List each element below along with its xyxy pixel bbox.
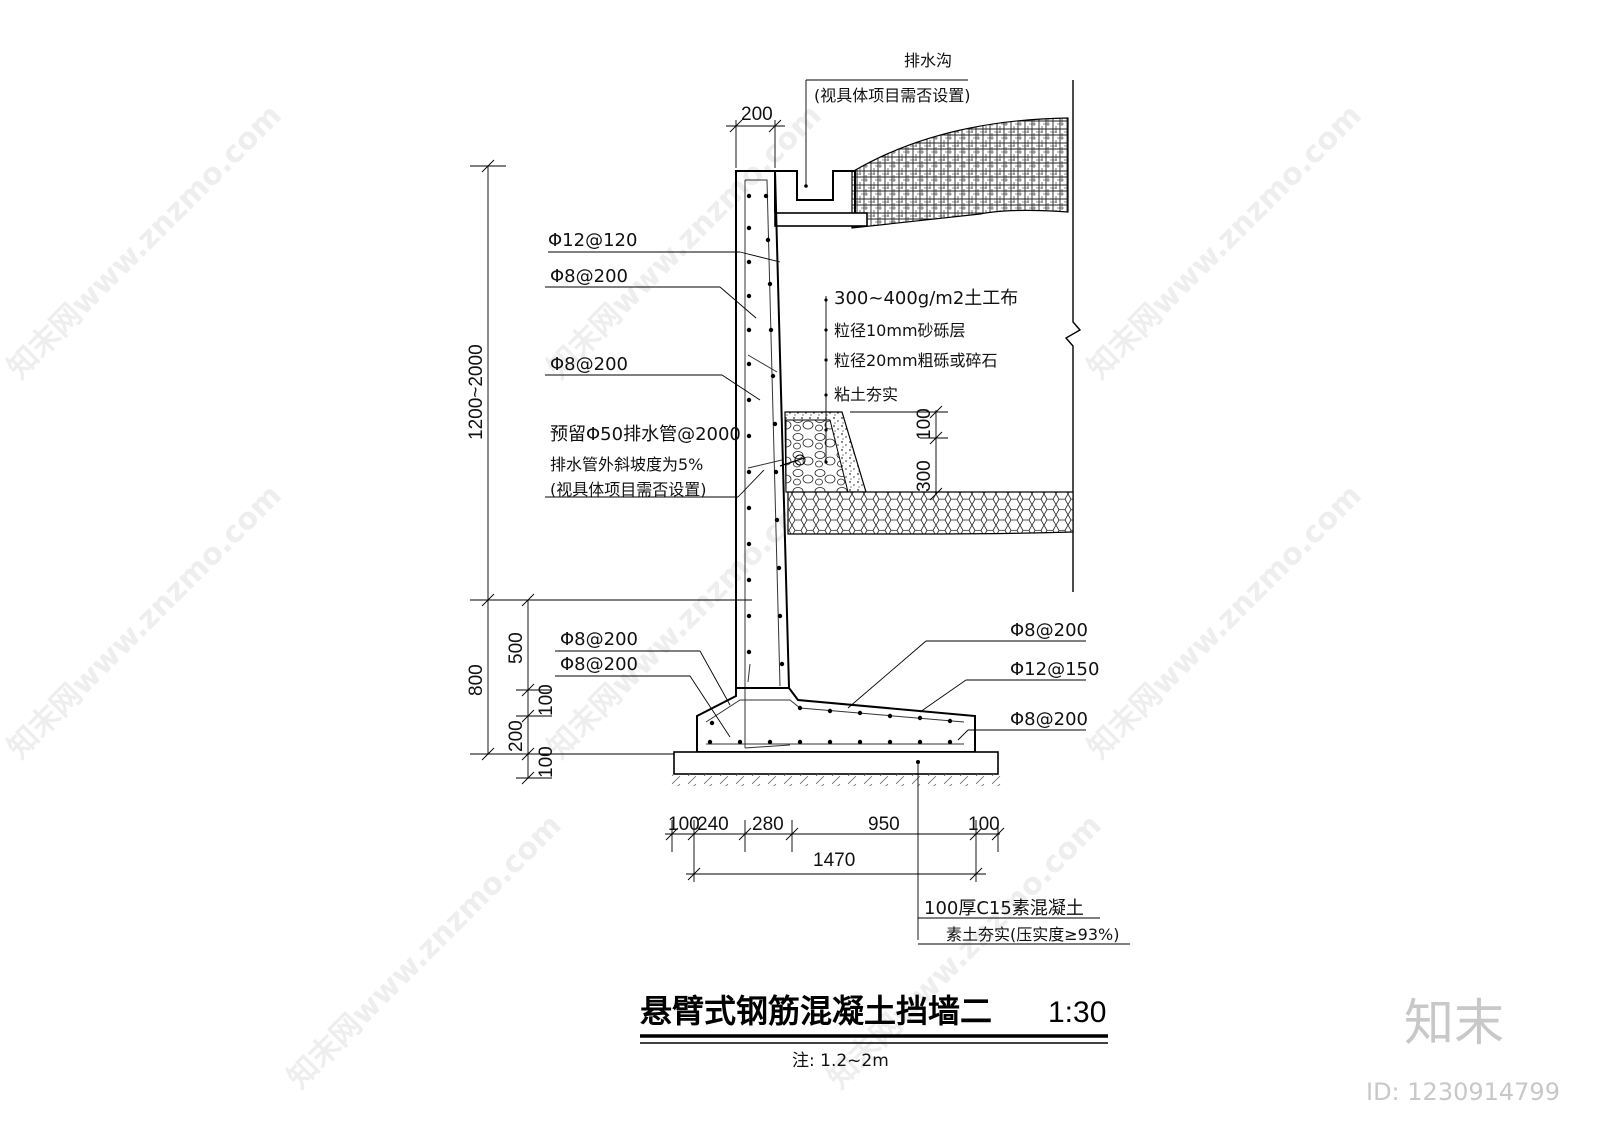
- rebar-label-base-right-1: Φ8@200: [1010, 620, 1088, 641]
- filter-dimension: [850, 405, 948, 501]
- filter-label-1: 300~400g/m2土工布: [834, 288, 1018, 309]
- dim-h-280: 280: [752, 814, 784, 835]
- drawing-title: 悬臂式钢筋混凝土挡墙二: [640, 992, 992, 1030]
- top-width-dimension: [726, 119, 785, 168]
- watermark-logo: 知末: [1404, 994, 1504, 1052]
- dim-base-500: 500: [506, 632, 527, 664]
- watermark-site-text: 知末网www.znzmo.com: [1081, 478, 1369, 766]
- dim-base-100a: 100: [536, 684, 557, 716]
- watermark-id: ID: 1230914799: [1366, 1078, 1560, 1106]
- watermark-diagonal: 知末网www.znzmo.com 知末网www.znzmo.com 知末网www…: [1, 98, 1369, 1096]
- dim-filter-300: 300: [914, 460, 935, 492]
- drawing-scale: 1:30: [1048, 996, 1106, 1029]
- dim-base-200: 200: [506, 720, 527, 752]
- dim-h-1470: 1470: [813, 850, 855, 871]
- drain-ditch-sub: (视具体项目需否设置): [814, 86, 971, 105]
- dim-filter-100: 100: [914, 408, 935, 440]
- dim-h-100b: 100: [968, 814, 1000, 835]
- rebar-label-base-right-2: Φ12@150: [1010, 659, 1099, 680]
- filter-label-3: 粒径20mm粗砾或碎石: [834, 351, 998, 370]
- dim-h-100a: 100: [668, 814, 700, 835]
- clay-layer: [787, 491, 1074, 535]
- watermark-site-text: 知末网www.znzmo.com: [1, 98, 289, 386]
- foundation-label-2: 素土夯实(压实度≥93%): [946, 925, 1119, 944]
- backfill-soil-hatch: [851, 117, 1069, 229]
- drain-ditch: [774, 170, 868, 227]
- watermark-site-text: 知末网www.znzmo.com: [1081, 98, 1369, 386]
- filter-label-2: 粒径10mm砂砾层: [834, 321, 966, 340]
- drain-ditch-label: 排水沟: [904, 51, 952, 70]
- rebar-label-base-left-2: Φ8@200: [560, 654, 638, 675]
- dim-h-950: 950: [868, 814, 900, 835]
- drain-pipe: [779, 457, 805, 467]
- drain-pipe-line3: (视具体项目需否设置): [550, 480, 707, 499]
- vertical-dimensions: [470, 159, 752, 785]
- rebar-label-top-main: Φ12@120: [548, 230, 637, 251]
- wall-stem: [735, 170, 791, 689]
- dim-base-100b: 100: [536, 746, 557, 778]
- horizontal-dimensions: [665, 820, 1005, 882]
- dim-top-width: 200: [741, 104, 773, 125]
- drain-pipe-line2: 排水管外斜坡度为5%: [550, 455, 703, 474]
- drain-pipe-line1: 预留Φ50排水管@2000: [550, 424, 741, 445]
- watermark-site-text: 知末网www.znzmo.com: [281, 808, 569, 1096]
- drawing-note: 注: 1.2~2m: [792, 1051, 889, 1071]
- filter-label-4: 粘土夯实: [834, 385, 898, 404]
- dim-wall-height: 1200~2000: [466, 344, 487, 440]
- rebar-label-base-left-1: Φ8@200: [560, 629, 638, 650]
- dim-base-total: 800: [466, 664, 487, 696]
- rebar-dots: [707, 193, 953, 745]
- c15-blinding: [673, 751, 999, 775]
- rebar-label-wall-1: Φ8@200: [550, 266, 628, 287]
- dim-h-240: 240: [697, 814, 729, 835]
- break-line: [1064, 80, 1082, 592]
- foundation-label-1: 100厚C15素混凝土: [924, 898, 1084, 919]
- rebar-label-base-right-3: Φ8@200: [1010, 709, 1088, 730]
- watermark-site-text: 知末网www.znzmo.com: [1, 478, 289, 766]
- leader-lines: [500, 251, 1086, 940]
- rebar-label-wall-2: Φ8@200: [550, 354, 628, 375]
